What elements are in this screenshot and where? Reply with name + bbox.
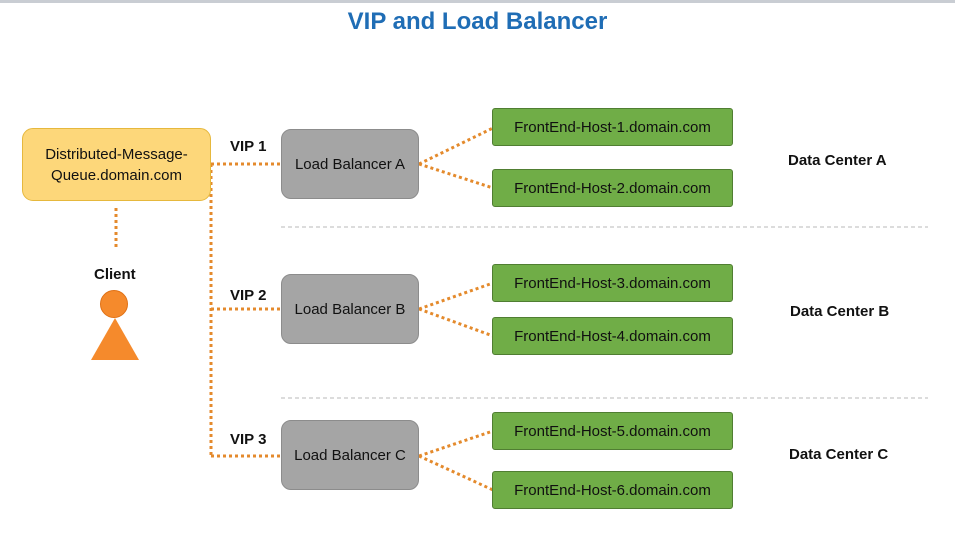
client-person-head-icon <box>100 290 128 318</box>
load-balancer-c: Load Balancer C <box>281 420 419 490</box>
frontend-host-5: FrontEnd-Host-5.domain.com <box>492 412 733 450</box>
load-balancer-b: Load Balancer B <box>281 274 419 344</box>
dns-name-box: Distributed-Message-Queue.domain.com <box>22 128 211 201</box>
data-center-c-label: Data Center C <box>789 446 889 463</box>
frontend-host-4: FrontEnd-Host-4.domain.com <box>492 317 733 355</box>
vip-label: VIP 3 <box>230 431 267 448</box>
top-border <box>0 0 955 3</box>
lb-b-to-host-3-connector <box>418 281 494 311</box>
vip-label: VIP 1 <box>230 138 267 155</box>
client-label: Client <box>94 266 136 283</box>
data-center-a-label: Data Center A <box>788 152 887 169</box>
lb-a-to-host-1-connector <box>418 126 494 166</box>
frontend-host-1: FrontEnd-Host-1.domain.com <box>492 108 733 146</box>
vip-label: VIP 2 <box>230 287 267 304</box>
lb-a-to-host-2-connector <box>418 162 494 190</box>
frontend-host-2: FrontEnd-Host-2.domain.com <box>492 169 733 207</box>
frontend-host-6: FrontEnd-Host-6.domain.com <box>492 471 733 509</box>
lb-c-to-host-5-connector <box>418 429 494 458</box>
data-center-b-label: Data Center B <box>790 303 890 320</box>
load-balancer-a: Load Balancer A <box>281 129 419 199</box>
lb-c-to-host-6-connector <box>418 454 494 492</box>
frontend-host-3: FrontEnd-Host-3.domain.com <box>492 264 733 302</box>
client-person-body-icon <box>91 318 139 360</box>
lb-b-to-host-4-connector <box>418 307 494 338</box>
diagram-title: VIP and Load Balancer <box>347 8 608 35</box>
